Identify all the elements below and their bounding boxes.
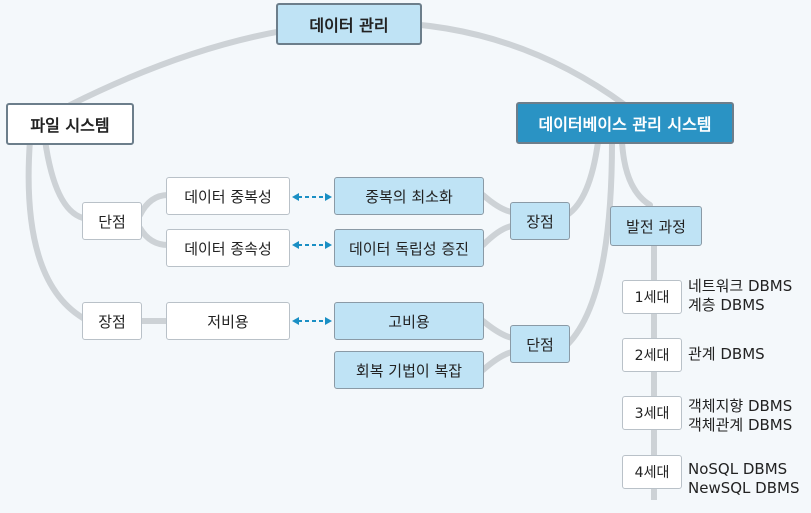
gen1-type-network: 네트워크 DBMS xyxy=(688,277,793,295)
fs-advantage-node: 장점 xyxy=(82,302,142,340)
gen3-type-or: 객체관계 DBMS xyxy=(688,416,793,434)
complex-recovery-node: 회복 기법이 복잡 xyxy=(334,351,484,389)
gen2-type-relational: 관계 DBMS xyxy=(688,345,765,363)
data-dependency-node: 데이터 종속성 xyxy=(166,229,290,267)
gen1-node: 1세대 xyxy=(622,280,682,314)
file-system-node: 파일 시스템 xyxy=(6,103,134,145)
gen1-types: 네트워크 DBMS 계층 DBMS xyxy=(688,277,792,315)
low-cost-node: 저비용 xyxy=(166,302,290,340)
gen2-node: 2세대 xyxy=(622,338,682,372)
gen3-node: 3세대 xyxy=(622,396,682,430)
fs-disadvantage-node: 단점 xyxy=(82,202,142,240)
gen4-type-nosql: NoSQL DBMS xyxy=(688,460,788,478)
data-independence-node: 데이터 독립성 증진 xyxy=(334,229,484,267)
gen4-types: NoSQL DBMS NewSQL DBMS xyxy=(688,460,799,498)
minimize-redundancy-node: 중복의 최소화 xyxy=(334,177,484,215)
evolution-node: 발전 과정 xyxy=(610,206,702,246)
dbms-node: 데이터베이스 관리 시스템 xyxy=(516,102,734,144)
gen3-type-oo: 객체지향 DBMS xyxy=(688,397,793,415)
gen2-types: 관계 DBMS xyxy=(688,345,765,364)
high-cost-node: 고비용 xyxy=(334,302,484,340)
db-disadvantage-node: 단점 xyxy=(510,325,570,363)
gen3-types: 객체지향 DBMS 객체관계 DBMS xyxy=(688,397,792,435)
gen1-type-hierarchical: 계층 DBMS xyxy=(688,296,765,314)
db-advantage-node: 장점 xyxy=(510,202,570,240)
gen4-node: 4세대 xyxy=(622,455,682,489)
data-management-node: 데이터 관리 xyxy=(276,3,422,45)
data-redundancy-node: 데이터 중복성 xyxy=(166,177,290,215)
gen4-type-newsql: NewSQL DBMS xyxy=(688,479,800,497)
